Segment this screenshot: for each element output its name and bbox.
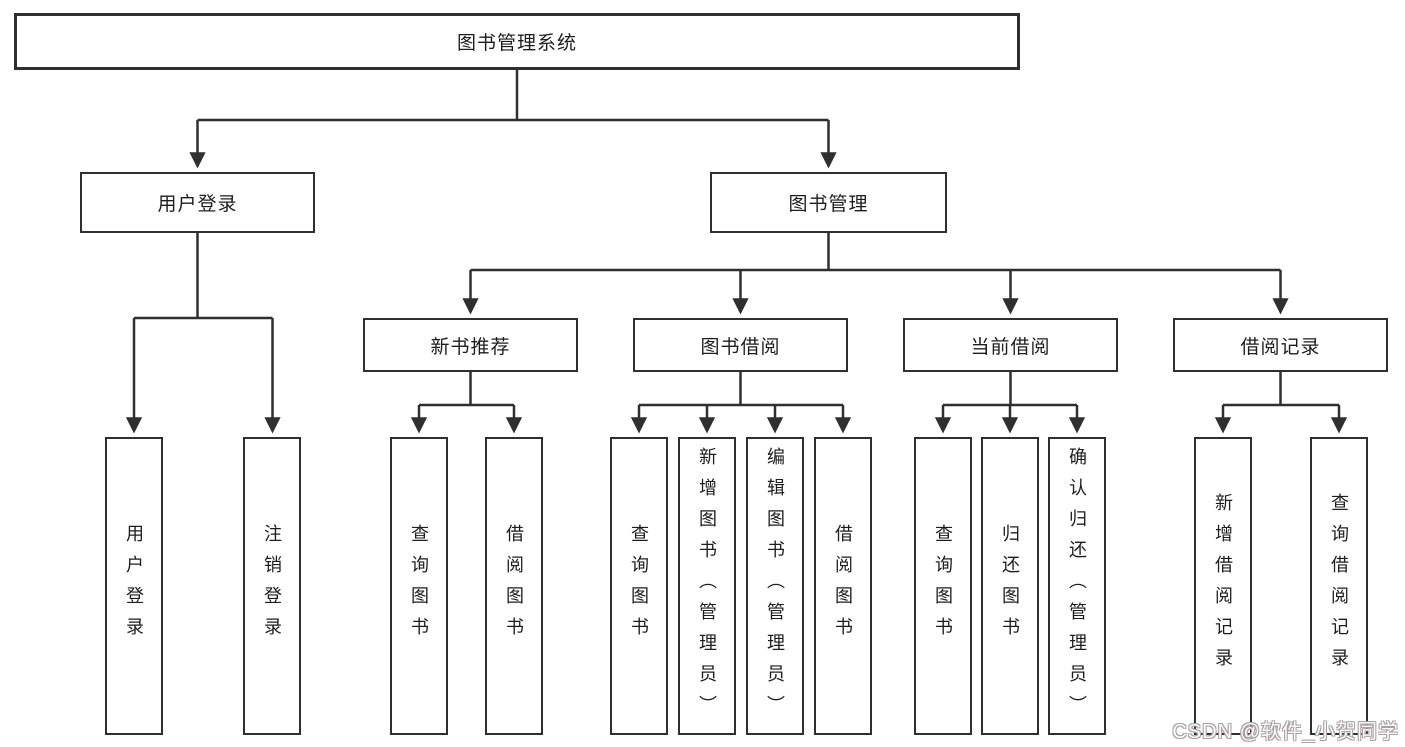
leaf-borrow-books: 借阅图书 (814, 437, 872, 735)
node-book-borrow-label: 图书借阅 (700, 336, 781, 358)
node-borrow-records: 借阅记录 (1173, 318, 1388, 372)
leaf-borrow-books-recommend: 借阅图书 (485, 437, 543, 735)
leaf-query-books-recommend: 查询图书 (390, 437, 448, 735)
node-book-borrow: 图书借阅 (633, 318, 848, 372)
node-current-borrow: 当前借阅 (903, 318, 1118, 372)
leaf-confirm-return-admin-label: 确认归还（管理员） (1067, 446, 1087, 726)
node-borrow-records-label: 借阅记录 (1240, 336, 1321, 358)
leaf-query-borrow-record: 查询借阅记录 (1310, 437, 1368, 735)
csdn-watermark: CSDN @软件_小贺同学 (1172, 721, 1399, 743)
leaf-query-books-current: 查询图书 (914, 437, 972, 735)
leaf-confirm-return-admin: 确认归还（管理员） (1048, 437, 1106, 735)
leaf-return-book: 归还图书 (981, 437, 1039, 735)
leaf-add-borrow-record-label: 新增借阅记录 (1213, 493, 1233, 679)
leaf-add-book-admin: 新增图书（管理员） (678, 437, 736, 735)
leaf-return-book-label: 归还图书 (1000, 524, 1020, 648)
node-root-label: 图书管理系统 (456, 33, 577, 54)
leaf-logout-label: 注销登录 (262, 524, 282, 648)
node-book-management-label: 图书管理 (788, 194, 869, 215)
leaf-query-books-recommend-label: 查询图书 (409, 524, 429, 648)
leaf-borrow-books-recommend-label: 借阅图书 (504, 524, 524, 648)
node-new-book-recommend: 新书推荐 (363, 318, 578, 372)
node-user-login: 用户登录 (80, 172, 315, 233)
node-current-borrow-label: 当前借阅 (970, 336, 1051, 358)
leaf-query-books-borrow: 查询图书 (610, 437, 668, 735)
node-book-management: 图书管理 (710, 172, 947, 233)
node-new-book-recommend-label: 新书推荐 (430, 336, 511, 358)
leaf-edit-book-admin: 编辑图书（管理员） (746, 437, 804, 735)
node-user-login-label: 用户登录 (157, 194, 238, 215)
leaf-borrow-books-label: 借阅图书 (833, 524, 853, 648)
leaf-user-login-label: 用户登录 (124, 524, 144, 648)
leaf-edit-book-admin-label: 编辑图书（管理员） (765, 446, 785, 726)
leaf-query-borrow-record-label: 查询借阅记录 (1329, 493, 1349, 679)
leaf-query-books-current-label: 查询图书 (933, 524, 953, 648)
leaf-query-books-borrow-label: 查询图书 (629, 524, 649, 648)
leaf-add-book-admin-label: 新增图书（管理员） (697, 446, 717, 726)
leaf-user-login: 用户登录 (105, 437, 163, 735)
node-root: 图书管理系统 (14, 13, 1020, 70)
leaf-add-borrow-record: 新增借阅记录 (1194, 437, 1252, 735)
leaf-logout: 注销登录 (243, 437, 301, 735)
